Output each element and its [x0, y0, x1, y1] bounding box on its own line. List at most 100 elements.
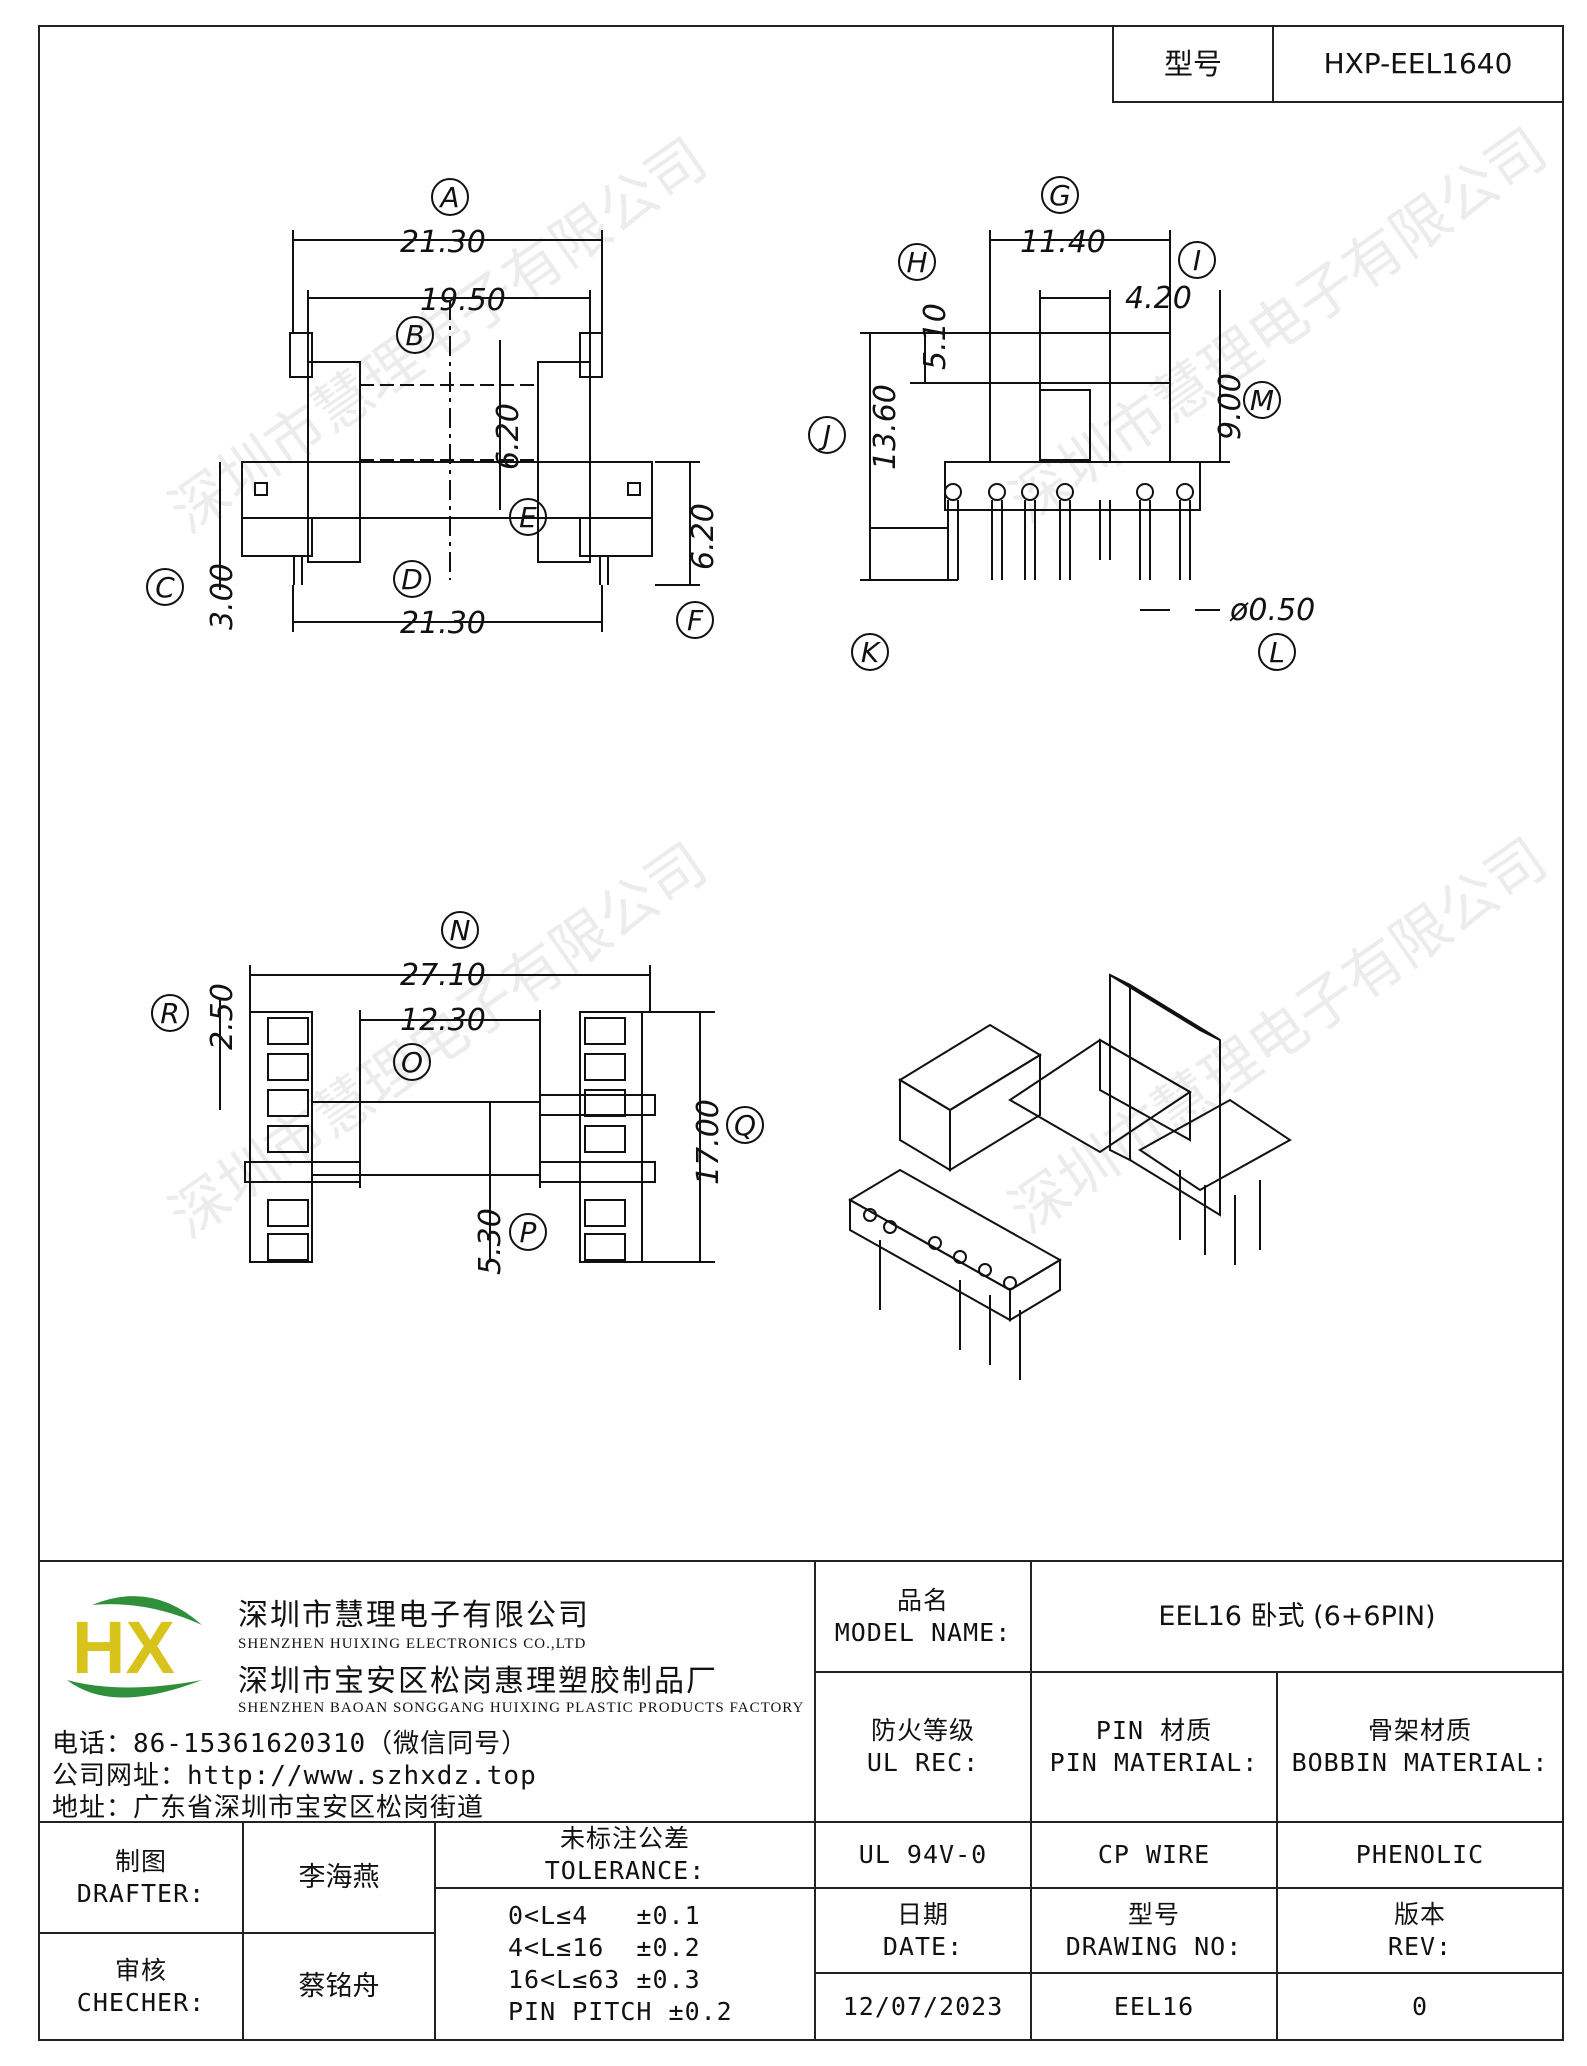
dim-b: 19.50 [420, 283, 506, 318]
drafter-name-cell: 李海燕 [242, 1821, 436, 1934]
dim-g: 11.40 [1020, 225, 1106, 260]
bobbin-material-label-cell: 骨架材质 BOBBIN MATERIAL: [1276, 1671, 1564, 1823]
dim-height: 6.20 [491, 403, 526, 470]
tolerance-line-2: 4<L≤16 ±0.2 [508, 1933, 701, 1962]
label-r: R [160, 997, 179, 1030]
company-website: 公司网址：http://www.szhxdz.top [52, 1761, 537, 1791]
ul-cn: 防火等级 [870, 1716, 975, 1745]
bottom-view-pins-left [267, 1017, 309, 1261]
factory-name-cn: 深圳市宝安区松岗惠理塑胶制品厂 [238, 1664, 718, 1699]
isometric-view [848, 973, 1292, 1380]
pin-material-en: PIN MATERIAL: [1049, 1748, 1259, 1777]
checker-name: 蔡铭舟 [298, 1970, 380, 2002]
company-phone: 电话：86-15361620310（微信同号） [52, 1729, 529, 1759]
dim-o: 12.30 [400, 1003, 486, 1038]
model-name-value: EEL16 卧式 (6+6PIN) [1158, 1600, 1436, 1632]
pin-material-cn: PIN 材质 [1095, 1716, 1213, 1745]
technical-drawing: 21.30 19.50 21.30 6.20 3.00 6.20 11.40 4… [146, 176, 1315, 1380]
pin-material-label-cell: PIN 材质 PIN MATERIAL: [1030, 1671, 1278, 1823]
dim-n: 27.10 [400, 958, 486, 993]
drawing-no-label-cell: 型号 DRAWING NO: [1030, 1887, 1278, 1974]
side-view [219, 230, 700, 632]
dim-i: 4.20 [1125, 281, 1192, 316]
dim-l: ø0.50 [1229, 593, 1315, 628]
label-l: L [1269, 636, 1285, 669]
company-name-cn: 深圳市慧理电子有限公司 [238, 1598, 590, 1633]
ul-value: UL 94V-0 [858, 1840, 988, 1869]
company-address: 地址：广东省深圳市宝安区松岗街道 [52, 1793, 485, 1823]
bobbin-material-value-cell: PHENOLIC [1276, 1821, 1564, 1889]
drafter-label-cell: 制图 DRAFTER: [38, 1821, 244, 1934]
label-j: J [818, 419, 831, 452]
model-label: 型号 [1163, 47, 1222, 81]
date-cn: 日期 [896, 1899, 949, 1929]
dim-q: 17.00 [691, 1099, 726, 1185]
date-label-cell: 日期 DATE: [814, 1887, 1032, 1974]
model-name-en: MODEL NAME: [834, 1617, 1012, 1647]
dim-f: 6.20 [686, 503, 721, 570]
model-value: HXP-EEL1640 [1323, 47, 1513, 80]
ul-label-cell: 防火等级 UL REC: [814, 1671, 1032, 1823]
model-name-value-cell: EEL16 卧式 (6+6PIN) [1030, 1560, 1564, 1673]
ul-value-cell: UL 94V-0 [814, 1821, 1032, 1889]
tolerance-en: TOLERANCE: [544, 1856, 706, 1885]
label-a: A [438, 181, 459, 214]
drafter-en: DRAFTER: [76, 1878, 206, 1908]
tolerance-values-cell: 0<L≤4 ±0.1 4<L≤16 ±0.2 16<L≤63 ±0.3 PIN … [434, 1887, 816, 2041]
end-view [860, 230, 1230, 611]
drawing-no-en: DRAWING NO: [1065, 1931, 1243, 1961]
date-value: 12/07/2023 [842, 1991, 1004, 2021]
label-h: H [906, 246, 927, 279]
label-q: Q [734, 1109, 756, 1142]
rev-label-cell: 版本 REV: [1276, 1887, 1564, 1974]
bottom-view-pins-right [584, 1017, 626, 1261]
rev-value: 0 [1411, 1991, 1429, 2021]
rev-cn: 版本 [1393, 1899, 1446, 1929]
drawing-no-value-cell: EEL16 [1030, 1972, 1278, 2041]
checker-name-cell: 蔡铭舟 [242, 1932, 436, 2041]
drafter-cn: 制图 [114, 1846, 167, 1876]
label-c: C [155, 571, 175, 604]
dim-r: 2.50 [205, 983, 240, 1050]
tolerance-label-cell: 未标注公差 TOLERANCE: [434, 1821, 816, 1889]
label-m: M [1250, 384, 1274, 417]
label-p: P [520, 1216, 537, 1249]
dim-c: 3.00 [205, 563, 240, 630]
bobbin-material-cn: 骨架材质 [1367, 1716, 1472, 1745]
drawing-no-cn: 型号 [1127, 1899, 1180, 1929]
label-f: F [687, 604, 704, 637]
dim-d: 21.30 [400, 606, 486, 641]
label-b: B [405, 319, 424, 352]
date-en: DATE: [882, 1931, 964, 1961]
dim-p: 5.30 [473, 1208, 508, 1275]
model-name-cn: 品名 [896, 1585, 949, 1615]
dim-m: 9.00 [1213, 373, 1248, 440]
checker-cn: 审核 [114, 1955, 167, 1985]
bobbin-material-en: BOBBIN MATERIAL: [1291, 1748, 1549, 1777]
checker-label-cell: 审核 CHECHER: [38, 1932, 244, 2041]
label-n: N [450, 914, 471, 947]
label-k: K [861, 636, 882, 669]
pin-material-value: CP WIRE [1097, 1840, 1211, 1869]
company-logo: HX [67, 1596, 202, 1698]
dim-j: 13.60 [868, 384, 903, 470]
rev-en: REV: [1387, 1931, 1453, 1961]
bottom-view [219, 965, 715, 1263]
label-d: D [401, 563, 423, 596]
factory-name-en: SHENZHEN BAOAN SONGGANG HUIXING PLASTIC … [238, 1700, 805, 1716]
company-name-en: SHENZHEN HUIXING ELECTRONICS CO.,LTD [238, 1636, 587, 1652]
pin-material-value-cell: CP WIRE [1030, 1821, 1278, 1889]
rev-value-cell: 0 [1276, 1972, 1564, 2041]
checker-en: CHECHER: [76, 1987, 206, 2017]
drafter-name: 李海燕 [298, 1861, 380, 1893]
date-value-cell: 12/07/2023 [814, 1972, 1032, 2041]
ul-en: UL REC: [866, 1748, 980, 1777]
model-value-cell: HXP-EEL1640 [1272, 25, 1564, 103]
label-e: E [519, 501, 537, 534]
dim-a: 21.30 [400, 225, 486, 260]
label-i: I [1193, 244, 1201, 277]
label-g: G [1049, 179, 1071, 212]
tolerance-line-3: 16<L≤63 ±0.3 [508, 1965, 701, 1994]
logo-text: HX [72, 1606, 175, 1689]
dim-h: 5.10 [918, 303, 953, 370]
